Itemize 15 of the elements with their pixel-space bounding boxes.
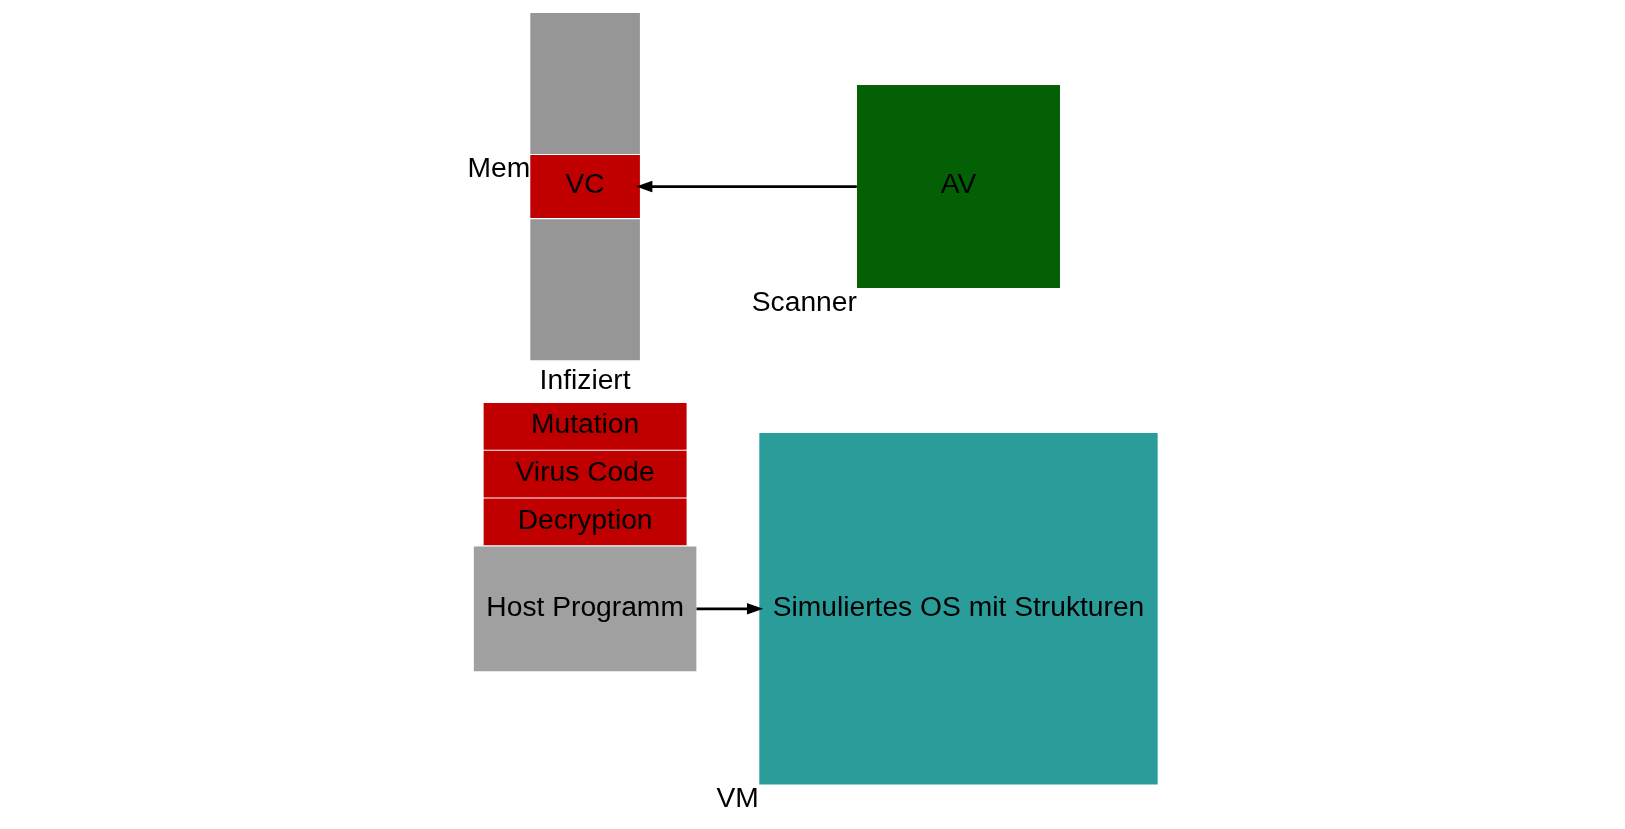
label: Infiziert	[539, 362, 631, 395]
node-label: VM	[716, 781, 759, 814]
arrow	[696, 603, 764, 615]
arrow	[636, 180, 857, 193]
node-box: AV	[857, 85, 1060, 289]
node-box: Mutation	[483, 403, 687, 450]
node-box: Decryption	[483, 498, 687, 546]
node-box: Simuliertes OS mit Strukturen	[759, 432, 1158, 785]
node-box	[530, 12, 640, 154]
node-box: Virus Code	[483, 450, 687, 498]
node-box	[530, 219, 640, 361]
node-label: Scanner	[751, 284, 857, 317]
node-label: Mem	[467, 150, 531, 183]
node-box: Host Programm	[473, 546, 697, 672]
node-box: VC	[530, 155, 640, 219]
